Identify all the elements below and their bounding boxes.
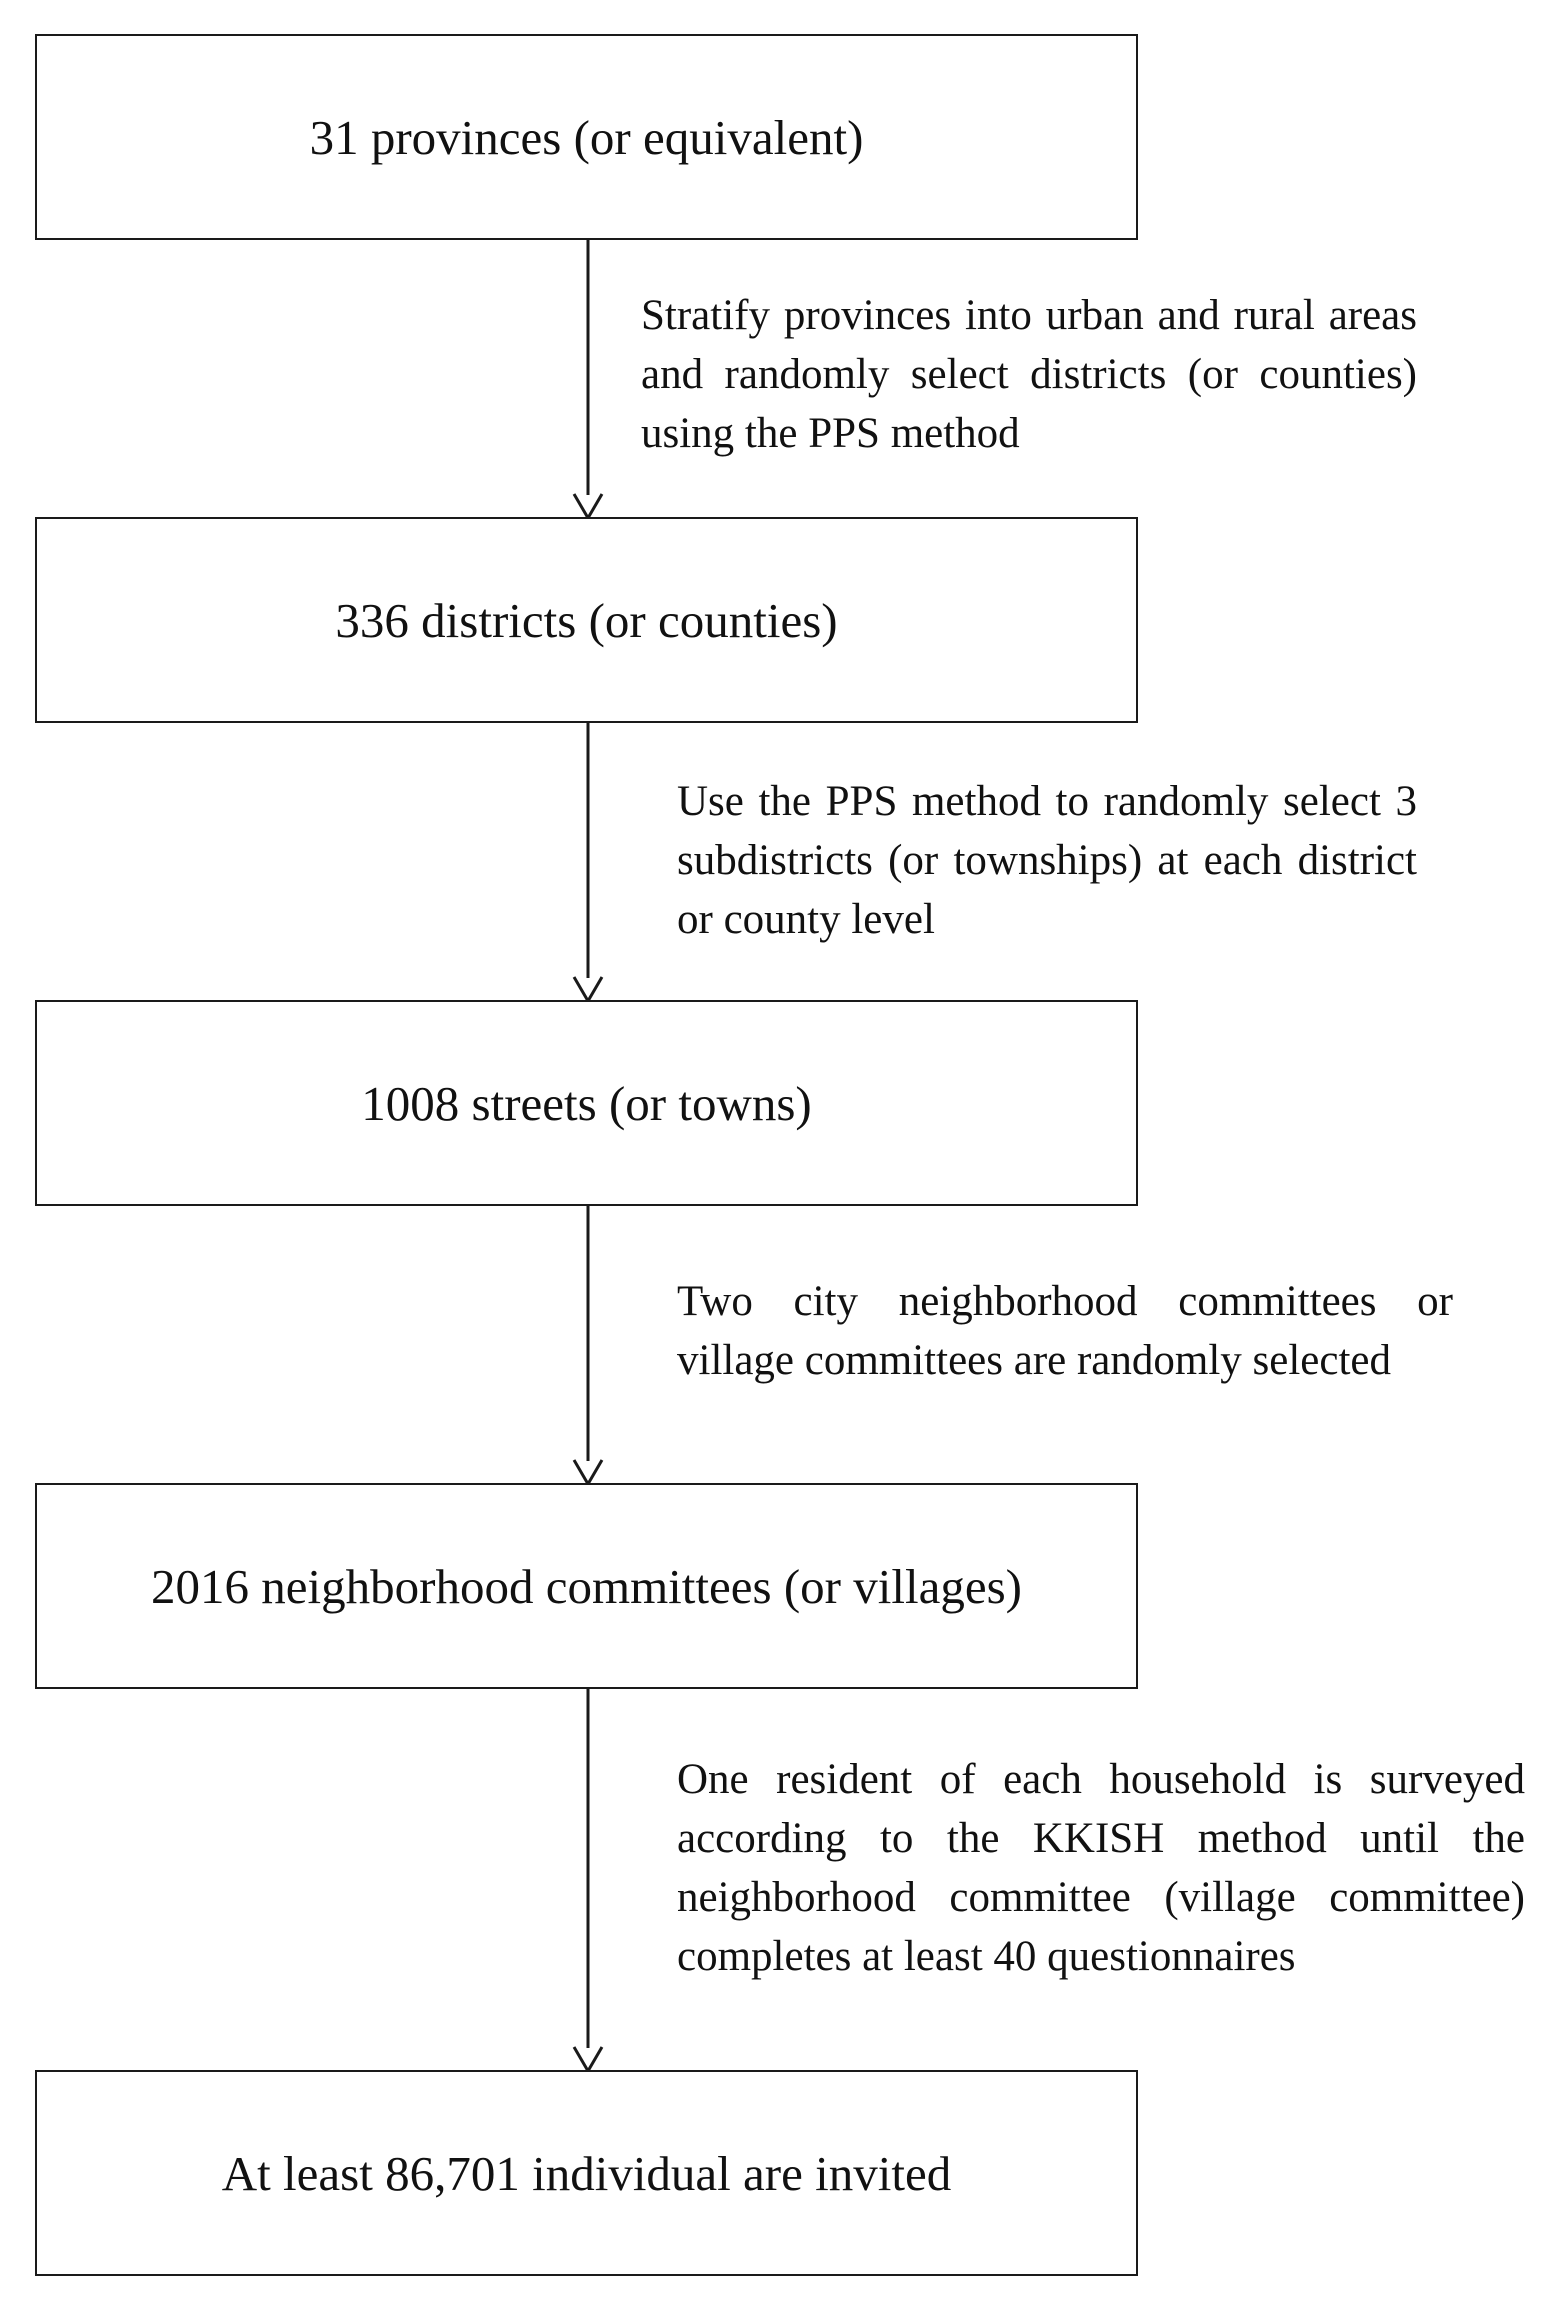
step-label-neighborhood-committees: 2016 neighborhood committees (or village… xyxy=(151,1558,1022,1614)
arrow-2 xyxy=(572,723,604,1004)
step-label-provinces: 31 provinces (or equivalent) xyxy=(309,109,864,165)
step-box-individuals-invited: At least 86,701 individual are invited xyxy=(35,2070,1138,2276)
step-box-districts: 336 districts (or counties) xyxy=(35,517,1138,723)
arrow-3 xyxy=(572,1206,604,1487)
step-box-neighborhood-committees: 2016 neighborhood committees (or village… xyxy=(35,1483,1138,1689)
step-label-districts: 336 districts (or counties) xyxy=(335,592,838,648)
transition-note-household-survey: One resident of each household is survey… xyxy=(677,1756,1525,1980)
step-box-provinces: 31 provinces (or equivalent) xyxy=(35,34,1138,240)
arrow-1 xyxy=(572,240,604,521)
step-box-streets: 1008 streets (or towns) xyxy=(35,1000,1138,1206)
step-label-streets: 1008 streets (or towns) xyxy=(361,1075,812,1131)
step-label-individuals-invited: At least 86,701 individual are invited xyxy=(221,2145,952,2201)
transition-note-subdistrict-selection: Use the PPS method to randomly select 3 … xyxy=(677,778,1417,943)
transition-note-committee-selection: Two city neighborhood committees or vill… xyxy=(677,1278,1453,1384)
transition-note-district-selection: Stratify provinces into urban and rural … xyxy=(641,292,1417,457)
arrow-4 xyxy=(572,1689,604,2074)
